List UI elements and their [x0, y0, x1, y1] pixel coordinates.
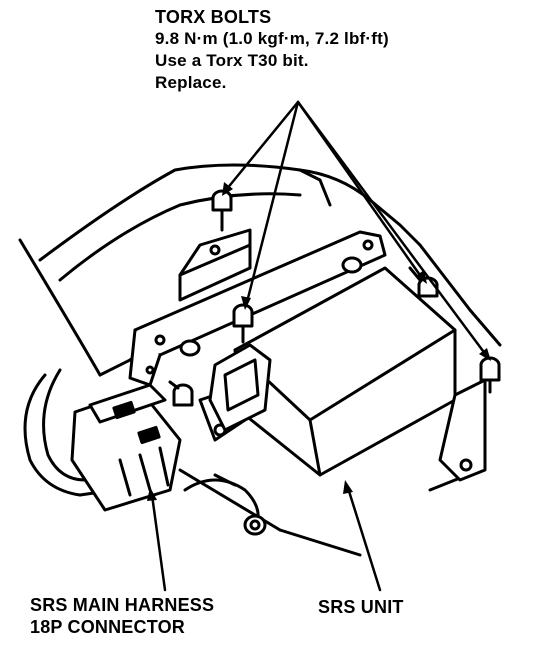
torx-bolt-5 — [168, 380, 194, 407]
torx-leader-lines — [222, 100, 491, 361]
torx-bolt-1 — [209, 189, 233, 256]
torx-bolt-2 — [232, 303, 254, 344]
srs-unit-label: SRS UNIT — [318, 597, 404, 617]
torx-bolts-torque: 9.8 N·m (1.0 kgf·m, 7.2 lbf·ft) — [155, 29, 389, 48]
floor-tunnel-outline — [18, 163, 502, 557]
unit-leader-line — [343, 480, 382, 592]
mounting-bracket — [128, 228, 387, 387]
torx-bolts-title: TORX BOLTS — [155, 7, 272, 27]
torx-bolts-note: Replace. — [155, 73, 227, 92]
harness-connector-line1: SRS MAIN HARNESS — [30, 595, 215, 615]
torx-bolts-tool: Use a Torx T30 bit. — [155, 51, 309, 70]
ground-terminal — [183, 473, 267, 536]
harness-connector-line2: 18P CONNECTOR — [30, 617, 185, 637]
connector-leader-line — [147, 487, 167, 592]
harness-connector-callout: SRS MAIN HARNESS 18P CONNECTOR — [30, 594, 214, 638]
torx-bolts-callout: TORX BOLTS 9.8 N·m (1.0 kgf·m, 7.2 lbf·f… — [155, 6, 389, 94]
srs-unit-box — [179, 256, 487, 482]
srs-unit-callout: SRS UNIT — [318, 596, 404, 618]
harness-connector-18p — [70, 383, 182, 512]
